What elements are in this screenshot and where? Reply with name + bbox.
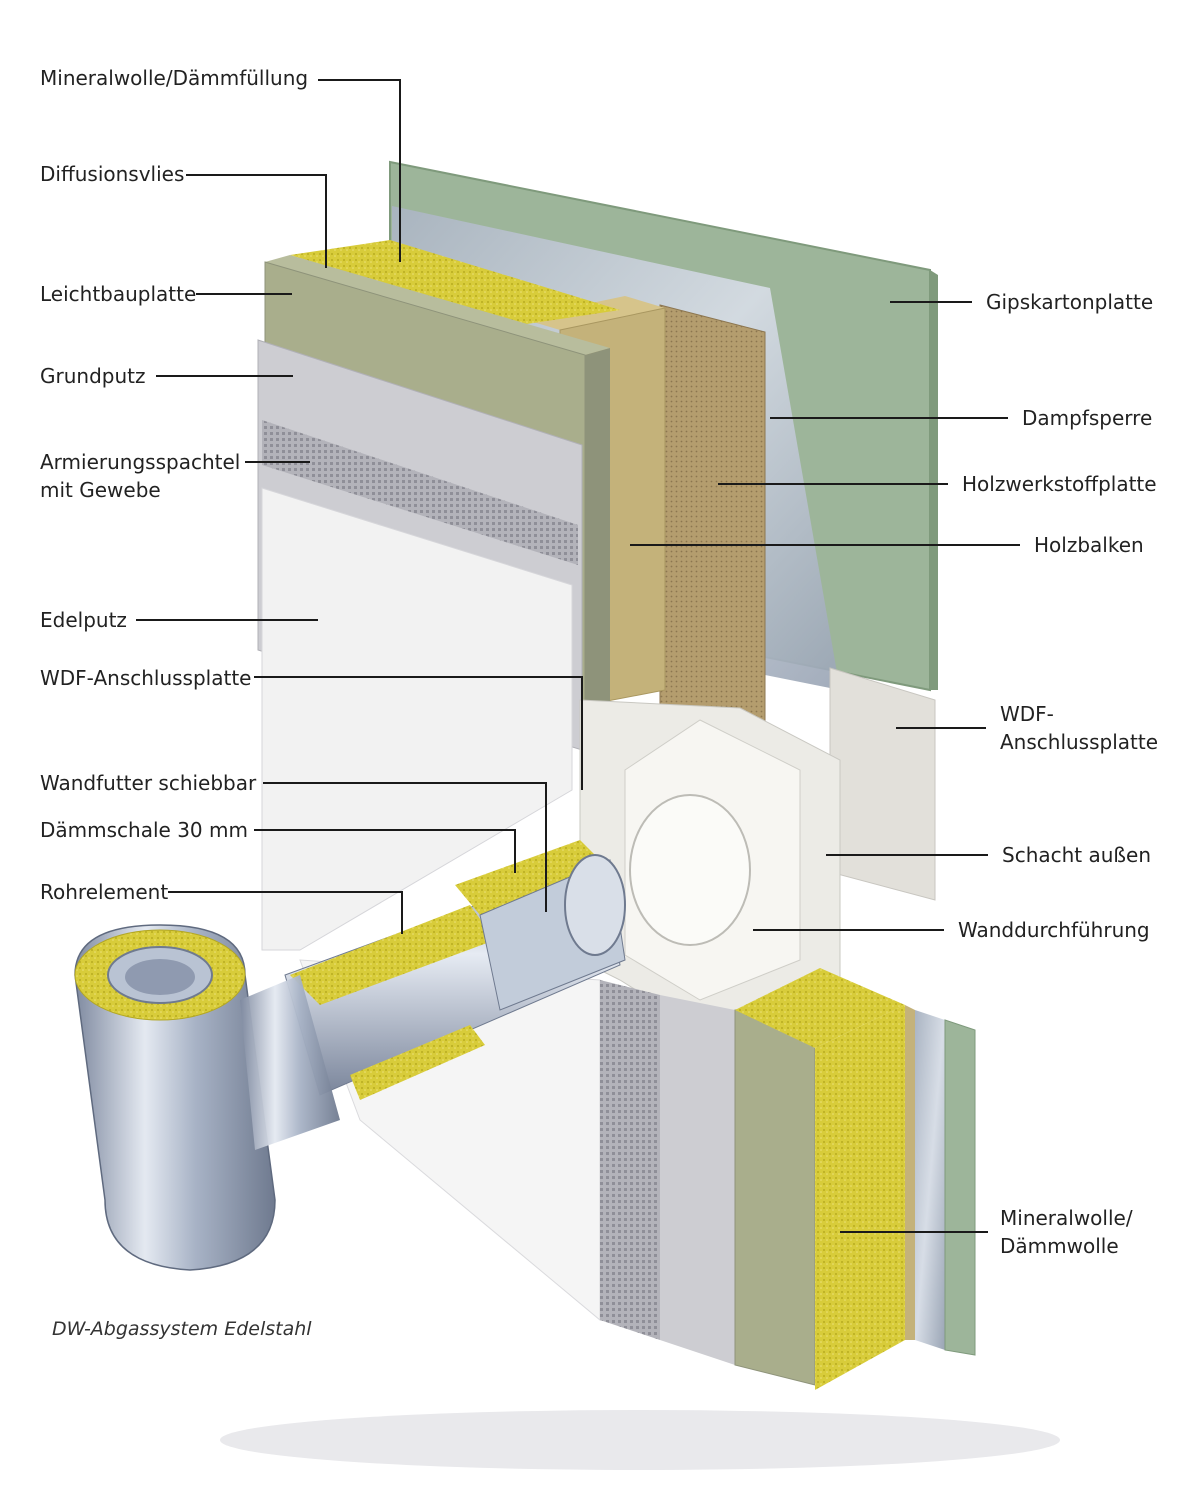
lower-gypsum	[944, 1019, 976, 1356]
label-wanddurchfuehrung: Wanddurchführung	[958, 918, 1150, 942]
label-wdf-anschlussplatte-left: WDF-Anschlussplatte	[40, 666, 252, 690]
leader-mineralwolle	[318, 79, 401, 262]
label-mineralwolle-daemmfuellung: Mineralwolle/Dämmfüllung	[40, 66, 309, 90]
label-wandfutter: Wandfutter schiebbar	[40, 771, 257, 795]
label-holzbalken: Holzbalken	[1034, 533, 1144, 557]
osb-board	[659, 304, 766, 743]
label-schacht-aussen: Schacht außen	[1002, 843, 1152, 867]
leader-lines-left	[136, 79, 583, 934]
label-dampfsperre: Dampfsperre	[1022, 406, 1153, 430]
label-wdf-anschlussplatte-right: WDF-	[1000, 702, 1054, 726]
pipe-inner-ring	[564, 854, 626, 956]
leader-wandfutter	[263, 782, 547, 912]
lower-mineral-wool-top	[735, 968, 905, 1048]
label-holzwerkstoffplatte: Holzwerkstoffplatte	[962, 472, 1157, 496]
label-rohrelement: Rohrelement	[40, 880, 169, 904]
lower-base-render	[660, 995, 735, 1365]
label-diffusionsvlies: Diffusionsvlies	[40, 162, 185, 186]
t-piece-branch	[240, 975, 340, 1150]
leader-wdf-left	[254, 676, 583, 790]
label-armierungsspachtel-line2: mit Gewebe	[40, 478, 161, 502]
leader-diffusionsvlies	[186, 174, 327, 268]
lower-mesh	[600, 980, 660, 1340]
leader-rohrelement	[168, 891, 403, 934]
wall-sleeve-hole	[629, 794, 751, 946]
label-grundputz: Grundputz	[40, 364, 146, 388]
label-armierungsspachtel: Armierungsspachtel	[40, 450, 241, 474]
ground-shadow	[220, 1410, 1060, 1470]
label-edelputz: Edelputz	[40, 608, 127, 632]
insulation-shell-upper	[290, 905, 495, 1005]
insulation-shell-lower	[350, 1025, 485, 1100]
leader-daemmschale	[254, 829, 516, 873]
t-piece-inner	[125, 959, 195, 995]
mineral-wool-top	[290, 240, 620, 325]
wdf-connection-plate-right	[829, 667, 936, 901]
lower-lightweight-board	[734, 999, 816, 1386]
label-daemmschale: Dämmschale 30 mm	[40, 818, 248, 842]
reinforcement-mesh	[262, 420, 578, 565]
label-mineralwolle-daemmwolle: Mineralwolle/	[1000, 1206, 1133, 1230]
caption: DW-Abgassystem Edelstahl	[52, 1318, 312, 1340]
label-gipskartonplatte: Gipskartonplatte	[986, 290, 1154, 314]
label-leichtbauplatte: Leichtbauplatte	[40, 282, 197, 306]
label-mineralwolle-daemmwolle-line2: Dämmwolle	[1000, 1234, 1119, 1258]
lower-foil	[915, 1010, 945, 1350]
gypsum-board-edge	[930, 270, 938, 690]
lower-mineral-wool	[815, 1005, 905, 1390]
leader-lines-right	[630, 301, 1020, 1233]
label-wdf-anschlussplatte-right-line2: Anschlussplatte	[1000, 730, 1159, 754]
lower-timber	[905, 1005, 915, 1340]
insulation-shell-right	[455, 840, 605, 915]
lightweight-board-top	[265, 255, 610, 355]
lightweight-board-side	[585, 348, 610, 740]
finish-render	[261, 487, 573, 951]
